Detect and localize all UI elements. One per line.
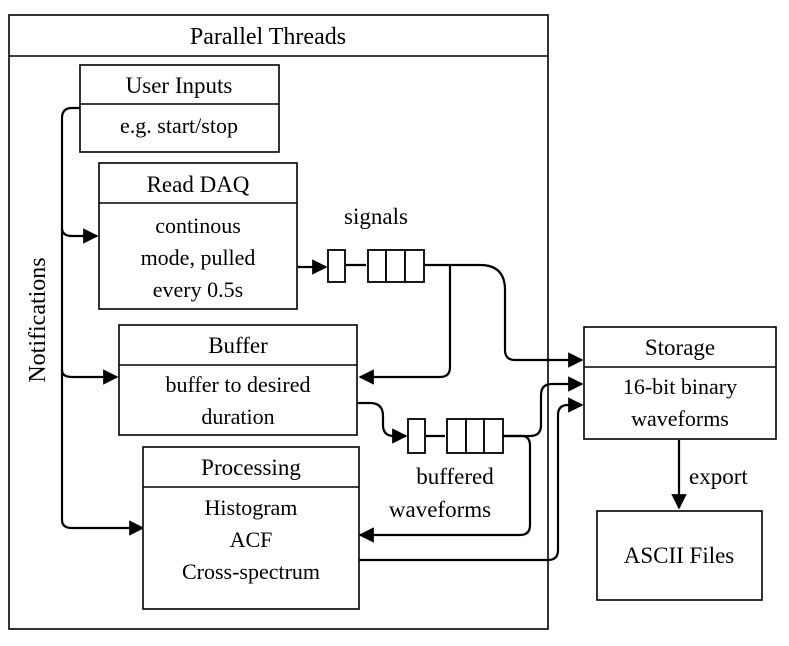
connectors [60,106,687,562]
storage-body-line-1: 16-bit binary [623,374,737,399]
read-daq-title: Read DAQ [147,172,250,197]
processing-title: Processing [201,455,301,480]
user-inputs-body: e.g. start/stop [120,113,238,138]
container-title: Parallel Threads [190,24,346,50]
processing-block: Processing Histogram ACF Cross-spectrum [142,446,360,610]
storage-body-line-2: waveforms [631,406,729,431]
processing-body-line-2: ACF [230,527,273,552]
export-label: export [689,464,748,489]
buffered-waveforms-queue: buffered waveforms [389,418,504,522]
processing-body-line-1: Histogram [205,495,298,520]
signals-label: signals [344,204,408,229]
read-daq-body-line-1: continous [155,213,241,238]
user-inputs-block: User Inputs e.g. start/stop [79,64,280,153]
ascii-files-title: ASCII Files [624,543,735,568]
notify-buffer-arrow [60,369,119,385]
read-daq-body-line-3: every 0.5s [153,277,243,302]
notify-read-daq-arrow [60,227,99,244]
signals-to-storage-arrow [424,263,584,368]
buffered-to-processing-arrow [358,434,532,543]
buffered-label-line-2: waveforms [389,497,491,522]
read-daq-block: Read DAQ continous mode, pulled every 0.… [98,162,298,310]
signals-to-buffer-arrow [358,265,452,385]
notifications-label: Notifications [25,257,51,382]
storage-title: Storage [645,335,715,360]
user-inputs-title: User Inputs [126,73,233,98]
ascii-files-block: ASCII Files [596,510,763,601]
buffer-block: Buffer buffer to desired duration [118,324,358,436]
buffered-label-line-1: buffered [416,464,494,489]
signals-queue: signals [327,204,425,283]
processing-body-line-3: Cross-spectrum [182,559,320,584]
processing-to-storage-arrow [359,397,584,562]
buffer-body-line-2: duration [201,404,274,429]
storage-block: Storage 16-bit binary waveforms [583,326,777,440]
buffer-to-buffered-arrow [357,401,408,444]
notification-bus [60,106,145,536]
buffer-title: Buffer [208,333,268,358]
buffered-to-storage-arrow [503,376,584,438]
buffer-body-line-1: buffer to desired [166,372,311,397]
read-daq-body-line-2: mode, pulled [141,245,256,270]
